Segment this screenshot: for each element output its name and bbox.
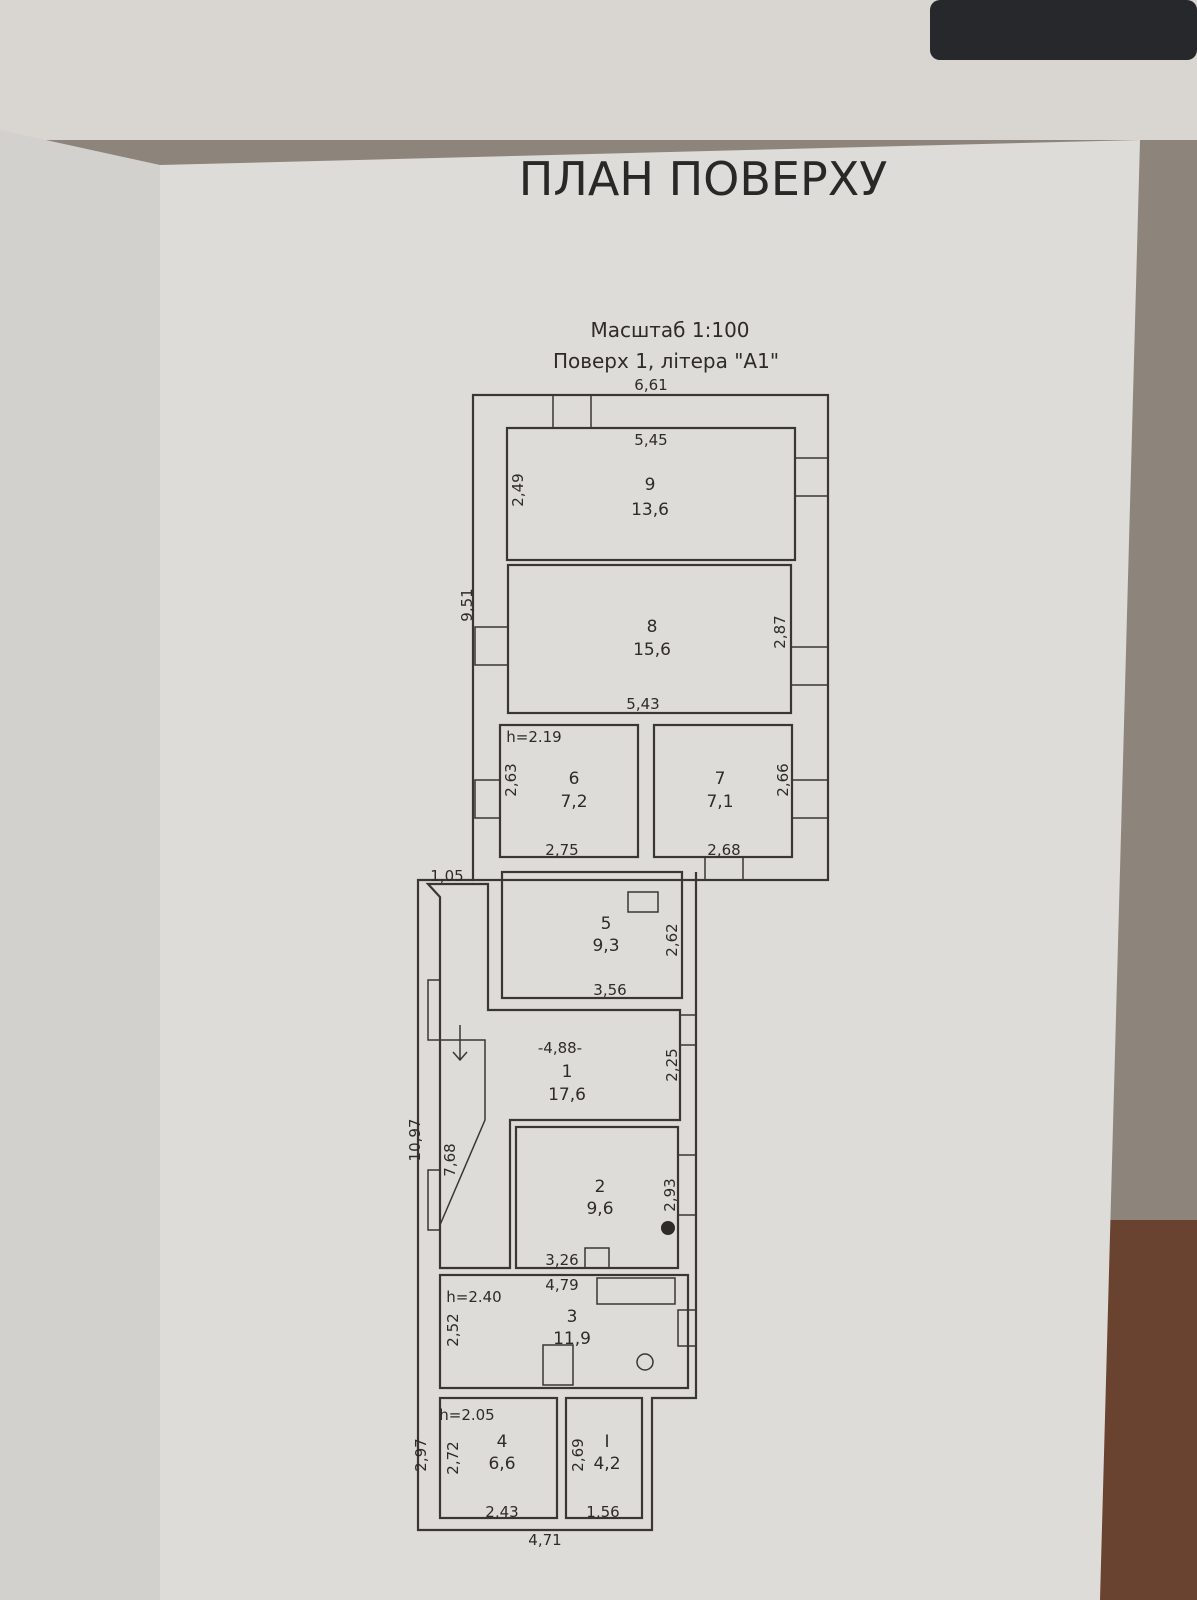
room-5-outline [500,870,684,1000]
floor-label: Поверх 1, літера "А1" [553,349,779,373]
room-2: 2 9,6 3,26 2,93 [545,1177,679,1269]
svg-text:15,6: 15,6 [633,640,671,660]
svg-text:2,63: 2,63 [502,763,520,796]
svg-text:17,6: 17,6 [548,1085,586,1105]
room-7: 7 7,1 2,68 2,66 [706,763,792,859]
left-page [0,130,160,1600]
room-3: 3 11,9 4,79 2,52 h=2.40 [444,1276,591,1349]
svg-text:2,52: 2,52 [444,1313,462,1346]
paper-sheet [160,140,1140,1600]
svg-text:3,56: 3,56 [593,981,626,999]
window-icons [427,394,829,1347]
svg-text:7,68: 7,68 [441,1143,459,1176]
svg-text:4: 4 [497,1432,508,1452]
svg-text:5,45: 5,45 [634,431,667,449]
svg-text:6: 6 [569,769,580,789]
toilet-icon [636,1353,654,1371]
room-1: 1 17,6 -4,88- 2,25 7,68 [441,1039,681,1177]
svg-text:3: 3 [567,1307,578,1327]
svg-text:1: 1 [562,1062,573,1082]
scale-label: Масштаб 1:100 [590,318,749,342]
svg-text:4,79: 4,79 [545,1276,578,1294]
svg-text:2,69: 2,69 [569,1438,587,1471]
svg-text:2,93: 2,93 [661,1178,679,1211]
room-9: 9 13,6 5,45 2,49 [509,431,669,520]
svg-text:11,9: 11,9 [553,1329,591,1349]
background-device [930,0,1197,60]
svg-text:4,71: 4,71 [528,1531,561,1549]
stairs-icon [439,1025,486,1226]
svg-text:2,49: 2,49 [509,473,527,506]
svg-text:3,26: 3,26 [545,1251,578,1269]
svg-text:13,6: 13,6 [631,500,669,520]
room-4-outline [438,1396,559,1520]
svg-text:2,68: 2,68 [707,841,740,859]
svg-text:I: I [604,1432,609,1452]
room-8: 8 15,6 5,43 2,87 [626,615,789,713]
svg-text:h=2.40: h=2.40 [446,1288,501,1306]
svg-text:10,97: 10,97 [406,1119,424,1162]
plan-title: ПЛАН ПОВЕРХУ [519,152,888,206]
svg-text:h=2.05: h=2.05 [439,1406,494,1424]
svg-text:9: 9 [645,475,656,495]
svg-text:h=2.19: h=2.19 [506,728,561,746]
room-6: 6 7,2 2,75 2,63 h=2.19 [502,728,588,859]
svg-text:7,1: 7,1 [706,792,733,812]
background-floor [1100,1220,1197,1600]
svg-text:9,6: 9,6 [586,1199,613,1219]
svg-text:-4,88-: -4,88- [538,1039,582,1057]
boiler-icon [661,1221,675,1235]
svg-text:2,66: 2,66 [774,763,792,796]
svg-text:2,62: 2,62 [663,923,681,956]
room-I: I 4,2 1,56 2,69 [569,1432,621,1521]
svg-text:2,72: 2,72 [444,1441,462,1474]
svg-text:2,25: 2,25 [663,1048,681,1081]
svg-text:9,51: 9,51 [458,588,476,621]
room-3-outline [438,1273,690,1390]
svg-text:9,3: 9,3 [592,936,619,956]
shower-icon [627,891,659,913]
svg-text:7: 7 [715,769,726,789]
svg-text:2,75: 2,75 [545,841,578,859]
svg-text:5: 5 [601,914,612,934]
bathtub-icon [596,1277,676,1305]
svg-text:6,6: 6,6 [488,1454,515,1474]
svg-text:2,97: 2,97 [412,1438,430,1471]
svg-text:6,61: 6,61 [634,376,667,394]
svg-text:7,2: 7,2 [560,792,587,812]
svg-text:1,56: 1,56 [586,1503,619,1521]
svg-text:8: 8 [647,617,658,637]
room-4: 4 6,6 2,43 2,72 h=2.05 [439,1406,518,1521]
svg-text:2,43: 2,43 [485,1503,518,1521]
stove-icon [584,1247,610,1269]
room-5: 5 9,3 3,56 2,62 [592,914,681,999]
svg-text:4,2: 4,2 [593,1454,620,1474]
room-I-outline [564,1396,644,1520]
walls [416,393,830,1532]
svg-text:1,05: 1,05 [430,867,463,885]
svg-text:2: 2 [595,1177,606,1197]
sink-icon [542,1344,574,1386]
svg-text:2,87: 2,87 [771,615,789,648]
svg-text:5,43: 5,43 [626,695,659,713]
outer-dimension-labels: 6,61 9,51 1,05 10,97 4,71 2,97 [406,376,668,1549]
